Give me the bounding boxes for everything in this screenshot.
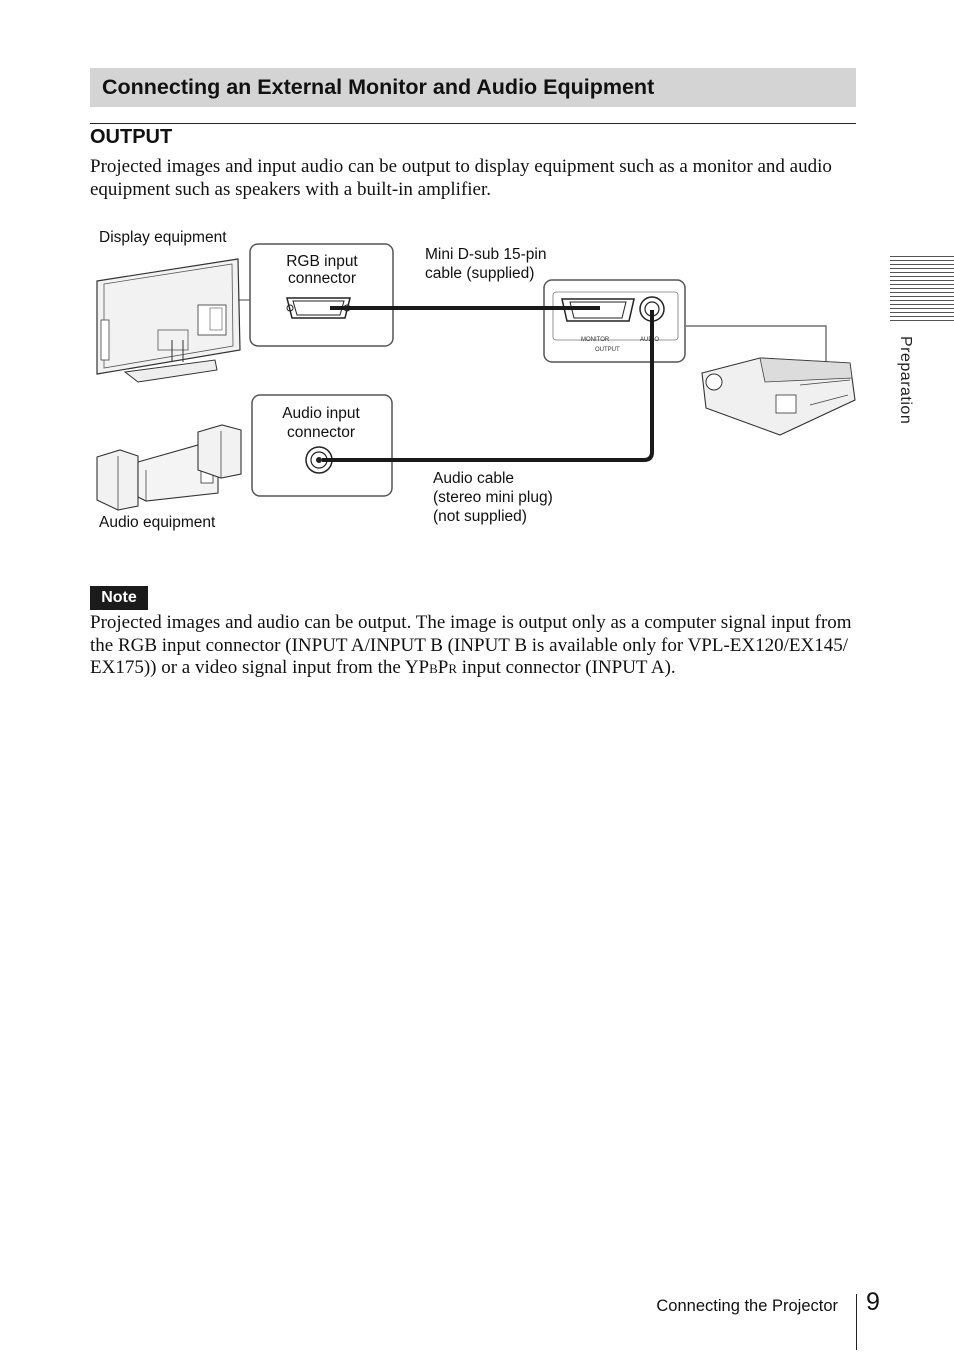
audio-cable-label-2: (stereo mini plug) (433, 489, 553, 506)
footer-running-title: Connecting the Projector (656, 1297, 838, 1315)
projector-illustration (701, 357, 856, 436)
panel-monitor-label: MONITOR (581, 337, 610, 343)
rgb-input-callout (249, 243, 394, 347)
audio-input-label-1: Audio input (282, 405, 360, 422)
display-equipment-label: Display equipment (99, 229, 227, 246)
note-paragraph: Projected images and audio can be output… (90, 612, 860, 681)
rgb-input-label-2: connector (288, 270, 356, 287)
audio-cable-label-1: Audio cable (433, 470, 514, 487)
audio-equipment-illustration (96, 424, 242, 511)
vga-connector-icon (286, 297, 351, 319)
monitor-illustration (96, 258, 250, 383)
audio-cable (322, 310, 654, 462)
audio-equipment-label: Audio equipment (99, 514, 216, 531)
panel-output-label: OUTPUT (595, 347, 620, 353)
side-tab-label: Preparation (897, 336, 914, 425)
section-title: Connecting an External Monitor and Audio… (102, 75, 655, 99)
output-panel-frame (552, 291, 679, 341)
connection-diagram: MONITOR AUDIO OUTPUT Display equipment R… (96, 229, 856, 531)
subhead-rule (90, 123, 856, 124)
subheading-output: OUTPUT (90, 126, 173, 148)
audio-jack-icon (305, 446, 333, 474)
section-title-bar (90, 68, 856, 107)
audio-input-label-2: connector (287, 424, 355, 441)
side-tab-stripes (890, 256, 954, 322)
note-text-b: input connector (INPUT A). (457, 657, 676, 678)
note-badge: Note (90, 586, 148, 610)
note-text-p: P (437, 657, 449, 678)
note-sub-r: R (448, 661, 458, 676)
footer-rule (856, 1294, 857, 1350)
audio-cable-label-3: (not supplied) (433, 508, 527, 525)
minidsub-label-2: cable (supplied) (425, 265, 534, 282)
audio-input-callout (251, 394, 393, 497)
page-number: 9 (866, 1288, 880, 1316)
note-text-a: Projected images and audio can be output… (90, 612, 852, 678)
intro-paragraph: Projected images and input audio can be … (90, 156, 832, 200)
rgb-input-label-1: RGB input (286, 253, 358, 270)
minidsub-label-1: Mini D-sub 15-pin (425, 246, 546, 263)
panel-audio-label: AUDIO (640, 337, 659, 343)
panel-lead-line (686, 325, 827, 372)
note-sub-b: B (429, 661, 438, 676)
